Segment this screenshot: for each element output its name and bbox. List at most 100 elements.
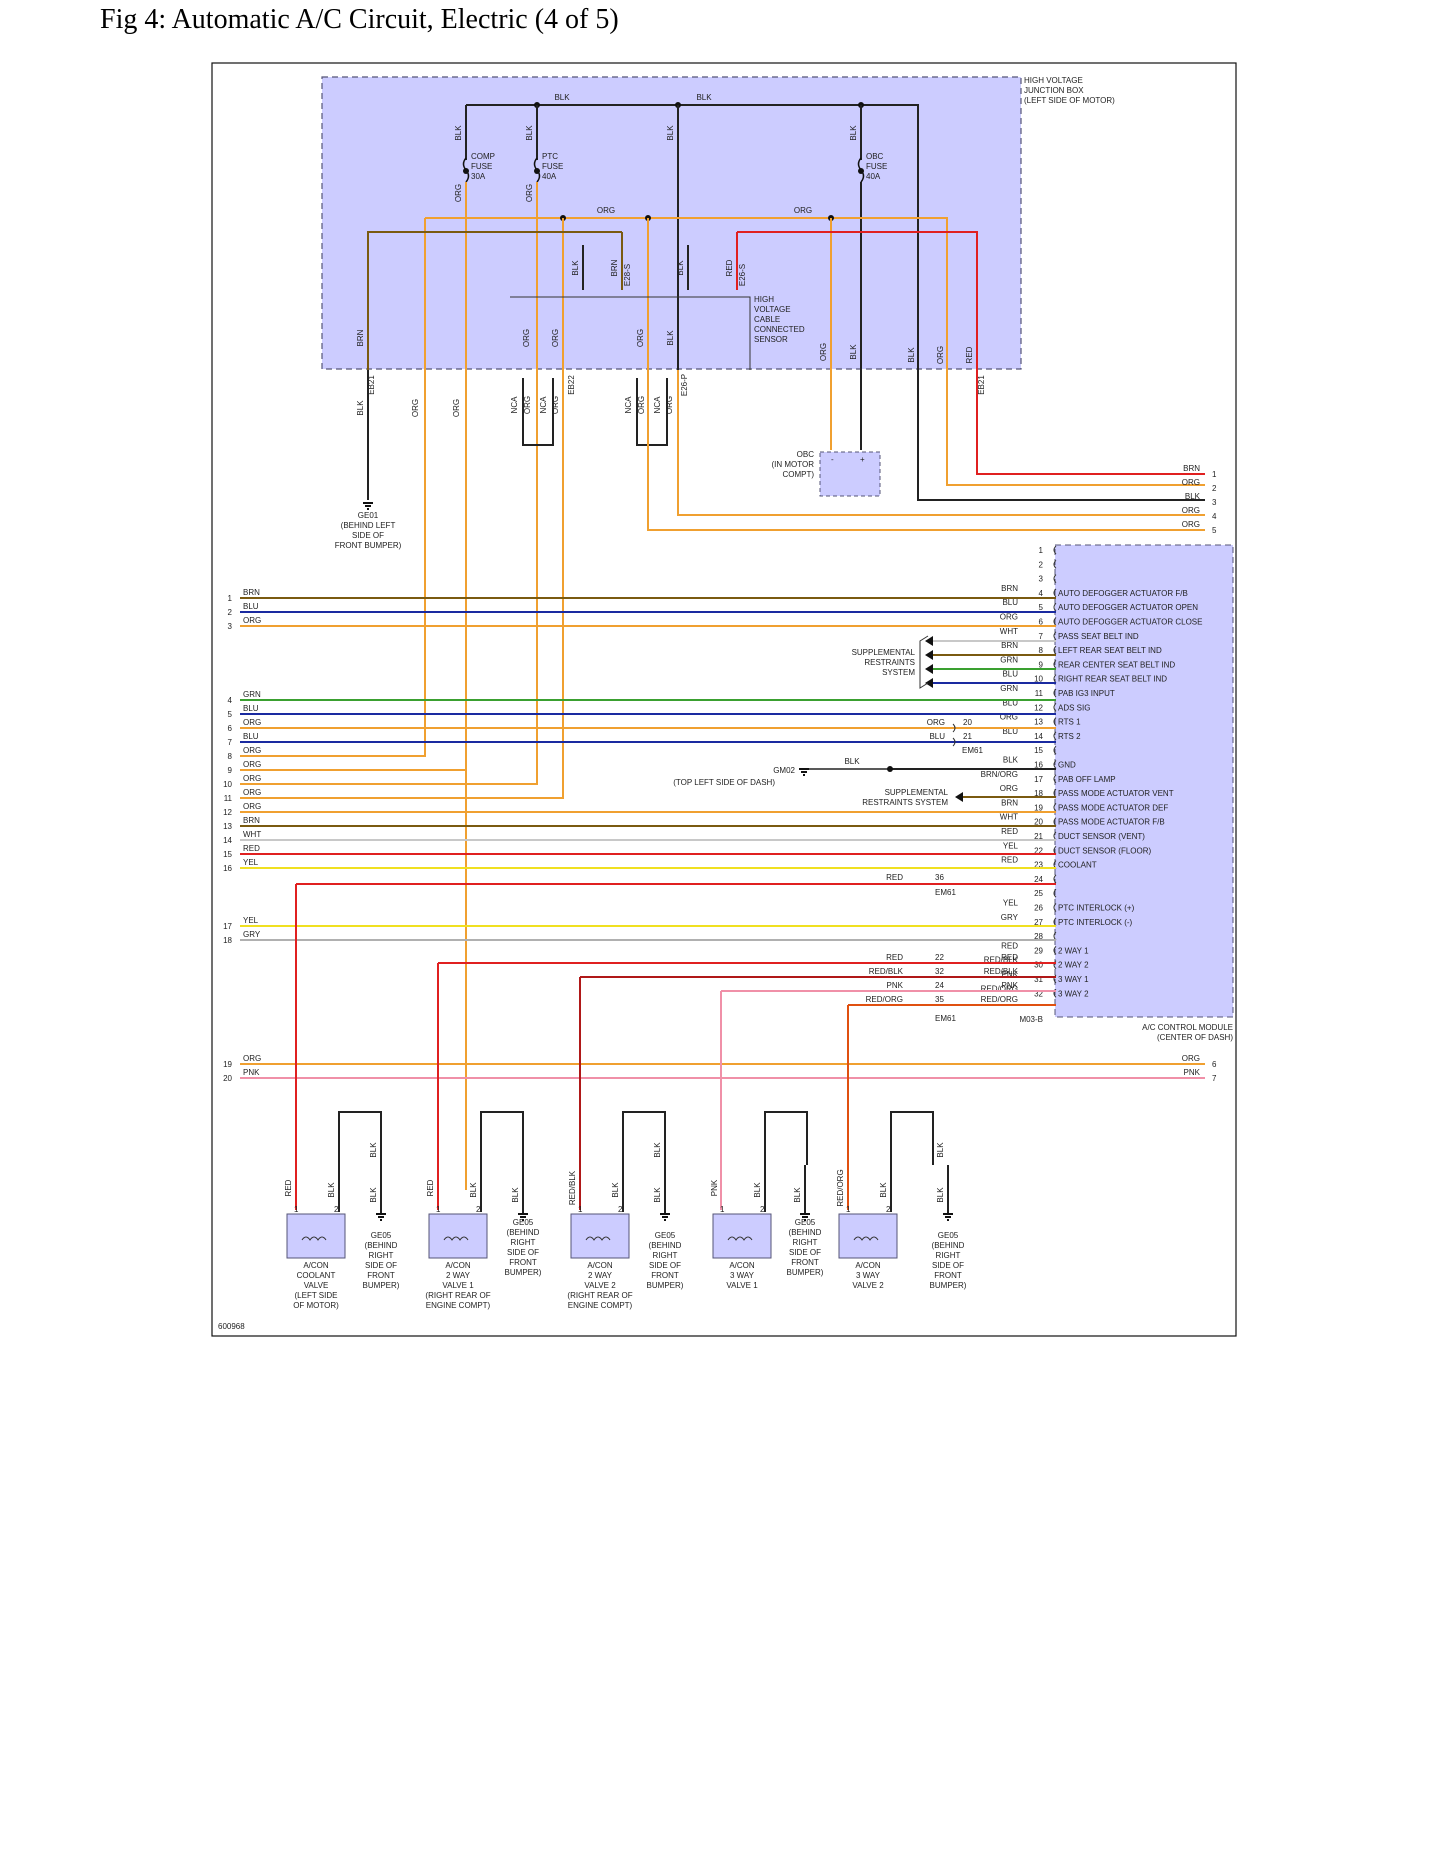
ac-module-label: A/C CONTROL MODULE: [1142, 1023, 1233, 1032]
wire-tag: BLK: [611, 1182, 620, 1198]
wire-tag: ORG: [525, 184, 534, 202]
pin-connector: [1053, 803, 1057, 812]
pin-connector: [1053, 946, 1057, 955]
module-pin-number: 12: [1034, 703, 1043, 712]
terminal-wire-label: PNK: [1184, 1068, 1201, 1077]
left-terminal-wire: ORG: [243, 718, 261, 727]
terminal-wire-label: BLK: [1185, 492, 1201, 501]
pin-connector: [1053, 888, 1057, 898]
wire-tag: BLK: [936, 1142, 945, 1158]
pin-connector: [1053, 588, 1057, 598]
gm02-dot: [887, 766, 893, 772]
wire-tag: NCA: [624, 396, 633, 414]
module-pin-number: 24: [1034, 875, 1043, 884]
valve-label: ENGINE COMPT): [568, 1301, 633, 1310]
pin-connector: [1053, 602, 1057, 612]
wire-tag: BLK: [356, 400, 365, 416]
srs-label: RESTRAINTS: [864, 658, 915, 667]
valve-label: (RIGHT REAR OF: [425, 1291, 490, 1300]
valve-coil-icon: [301, 1236, 327, 1241]
fuse-label: 30A: [471, 172, 486, 181]
valve-coil-icon: [727, 1236, 753, 1241]
module-pin-number: 15: [1034, 746, 1043, 755]
em61-pin: 36: [935, 873, 944, 882]
fuse-label: 40A: [542, 172, 557, 181]
ge05-label: RIGHT: [653, 1251, 678, 1260]
valve-ground-wire: [338, 1111, 382, 1212]
wire-tag: ORG: [819, 343, 828, 361]
gm02-label: GM02: [773, 766, 795, 775]
hv-sensor-label: VOLTAGE: [754, 305, 791, 314]
module-pin-number: 2: [1039, 560, 1044, 569]
ge01-label: GE01: [358, 511, 379, 520]
hv-sensor-label: HIGH: [754, 295, 774, 304]
pin-connector: [1053, 631, 1057, 641]
red-line: [737, 231, 1205, 475]
valve-label: A/CON: [303, 1261, 329, 1270]
left-terminal-wire: BLU: [243, 704, 259, 713]
wire-tag: ORG: [411, 399, 420, 417]
nca-loop: [636, 378, 668, 446]
srs-label-2: RESTRAINTS SYSTEM: [862, 798, 948, 807]
pin-connector: [1053, 660, 1057, 669]
module-pin-number: 18: [1034, 789, 1043, 798]
ge05-label: BUMPER): [647, 1281, 684, 1290]
ge05-label: GE05: [371, 1231, 392, 1240]
fuse-label: FUSE: [471, 162, 492, 171]
wire-tag: NCA: [510, 396, 519, 414]
wire-tag: BLK: [793, 1187, 802, 1203]
em61-wire-label: RED/ORG: [866, 995, 903, 1004]
terminal-wire-label: ORG: [1182, 506, 1200, 515]
left-terminal-wire: ORG: [243, 1054, 261, 1063]
valve-label: 2 WAY: [588, 1271, 613, 1280]
valve-coil-icon: [585, 1236, 611, 1241]
left-terminal-wire: GRY: [243, 930, 261, 939]
fuse-label: OBC: [866, 152, 884, 161]
module-pin-function: LEFT REAR SEAT BELT IND: [1058, 646, 1162, 655]
module-wire: [240, 790, 564, 799]
left-terminal-wire: YEL: [243, 916, 259, 925]
left-terminal-wire: GRN: [243, 690, 261, 699]
diagram-frame: [211, 62, 1237, 1337]
wire-tag: BRN: [610, 259, 619, 276]
wire-tag: BLK: [571, 260, 580, 276]
left-terminal-number: 6: [228, 724, 233, 733]
module-pin-function: COOLANT: [1058, 861, 1097, 870]
module-wire-label: BLU: [1002, 598, 1018, 607]
valve-pin: 1: [294, 1205, 299, 1214]
valve-box: [838, 1213, 898, 1259]
module-wire-label: BLU: [1002, 698, 1018, 707]
srs-arrow: [925, 678, 933, 688]
valve-label: 3 WAY: [730, 1271, 755, 1280]
hv-sensor-label: CABLE: [754, 315, 780, 324]
module-pin-number: 4: [1039, 589, 1044, 598]
left-terminal-wire: YEL: [243, 858, 259, 867]
em61-pin: 35: [935, 995, 944, 1004]
left-terminal-wire: WHT: [243, 830, 261, 839]
ge05-label: SIDE OF: [649, 1261, 681, 1270]
left-terminal-number: 20: [223, 1074, 232, 1083]
obc-pin: -: [831, 455, 834, 464]
wire-tag: BLK: [327, 1182, 336, 1198]
pin-connector: [1053, 688, 1057, 698]
fuse-label: FUSE: [542, 162, 563, 171]
module-pin-function: DUCT SENSOR (FLOOR): [1058, 846, 1152, 855]
connector-eb21: EB21: [977, 375, 986, 395]
hv-junction-box-label: HIGH VOLTAGE: [1024, 76, 1083, 85]
wire-tag: BLK: [676, 260, 685, 276]
wire-tag: RED: [725, 259, 734, 276]
pin-connector: [1053, 559, 1057, 569]
wire-tag: BLK: [696, 93, 712, 102]
ge05-label: FRONT: [367, 1271, 395, 1280]
srs-arrow: [955, 792, 963, 802]
hv-junction-box: [321, 76, 1022, 370]
srs-bracket: [919, 635, 929, 689]
module-pin-function: RTS 2: [1058, 732, 1081, 741]
ge05-label: RIGHT: [793, 1238, 818, 1247]
fuse-label: COMP: [471, 152, 495, 161]
valve-label: (LEFT SIDE: [295, 1291, 338, 1300]
ge05-label: BUMPER): [505, 1268, 542, 1277]
em61-wire-label: RED: [886, 953, 903, 962]
module-pin-function: PASS SEAT BELT IND: [1058, 632, 1139, 641]
module-pin-number: 19: [1034, 803, 1043, 812]
